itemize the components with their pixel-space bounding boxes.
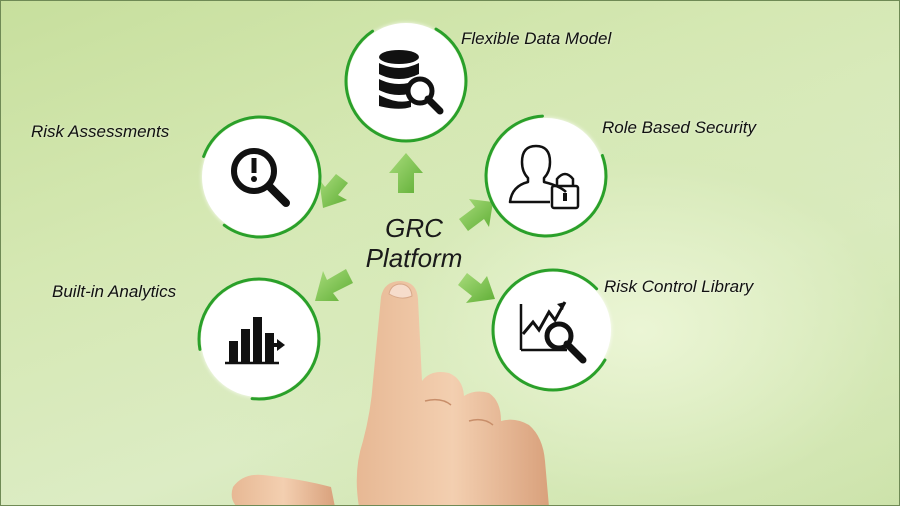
center-title-line2: Platform xyxy=(365,243,463,273)
center-title-line1: GRC xyxy=(385,213,443,243)
label-risk-control-library: Risk Control Library xyxy=(604,277,754,296)
arrow-to-built-in-analytics xyxy=(315,269,353,301)
arrow-to-flexible-data-model xyxy=(389,153,423,193)
trend-magnifier-icon xyxy=(519,301,587,364)
user-lock-icon xyxy=(508,144,580,210)
center-title: GRC Platform xyxy=(339,213,489,273)
database-search-icon xyxy=(379,50,444,115)
exclamation-magnifier-icon xyxy=(231,148,290,207)
label-built-in-analytics: Built-in Analytics xyxy=(52,282,177,301)
bar-chart-arrow-icon xyxy=(225,317,285,365)
label-role-based-security: Role Based Security xyxy=(602,118,757,137)
node-risk-control-library xyxy=(491,268,615,392)
arrow-to-risk-control-library xyxy=(458,273,495,303)
label-risk-assessments: Risk Assessments xyxy=(31,122,170,141)
arrow-to-risk-assessments xyxy=(319,174,348,208)
label-flexible-data-model: Flexible Data Model xyxy=(461,29,612,48)
